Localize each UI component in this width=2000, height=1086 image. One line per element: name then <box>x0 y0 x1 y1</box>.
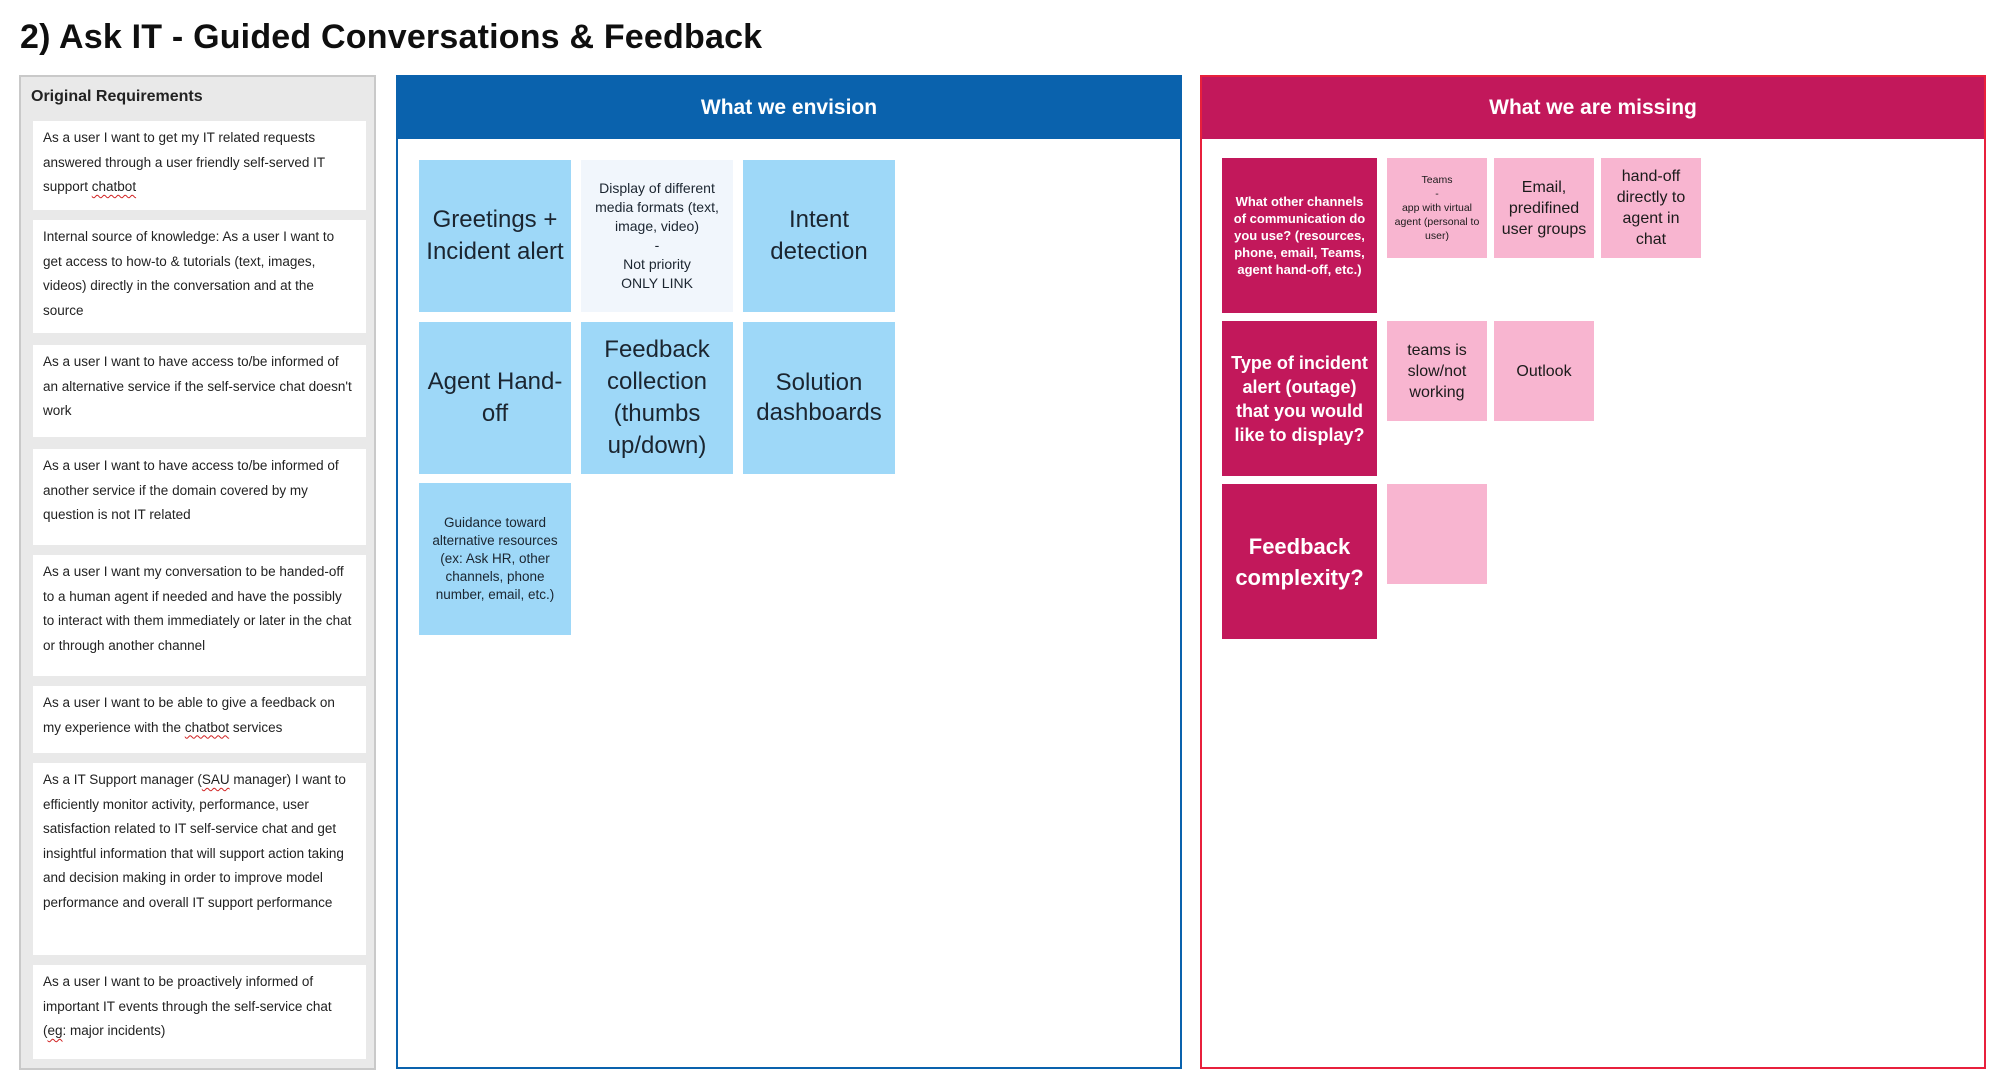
sticky-note-handoff-agent[interactable]: hand-off directly to agent in chat <box>1601 158 1701 258</box>
requirement-card[interactable]: As a user I want to be proactively infor… <box>33 965 366 1059</box>
sticky-note-teams-slow[interactable]: teams is slow/not working <box>1387 321 1487 421</box>
requirement-card[interactable]: Internal source of knowledge: As a user … <box>33 220 366 333</box>
requirement-text: As a user I want to have access to/be in… <box>43 354 352 418</box>
requirements-title: Original Requirements <box>31 88 203 105</box>
sticky-note-intent-detection[interactable]: Intent detection <box>743 160 895 312</box>
requirement-text: As a user I want my conversation to be h… <box>43 564 352 653</box>
requirement-card[interactable]: As a user I want to have access to/be in… <box>33 449 366 545</box>
sticky-note-email-groups[interactable]: Email, predifined user groups <box>1494 158 1594 258</box>
sticky-note-teams[interactable]: Teams - app with virtual agent (personal… <box>1387 158 1487 258</box>
requirement-card[interactable]: As a IT Support manager (SAU manager) I … <box>33 763 366 955</box>
sticky-note-incident-alert-question[interactable]: Type of incident alert (outage) that you… <box>1222 321 1377 476</box>
sticky-note-guidance[interactable]: Guidance toward alternative resources (e… <box>419 483 571 635</box>
requirement-card[interactable]: As a user I want to have access to/be in… <box>33 345 366 437</box>
sticky-note-feedback-collection[interactable]: Feedback collection (thumbs up/down) <box>581 322 733 474</box>
requirement-card[interactable]: As a user I want to be able to give a fe… <box>33 686 366 753</box>
sticky-note-outlook[interactable]: Outlook <box>1494 321 1594 421</box>
spellcheck-word: eg <box>47 1023 63 1038</box>
sticky-note-empty[interactable] <box>1387 484 1487 584</box>
sticky-note-greetings[interactable]: Greetings + Incident alert <box>419 160 571 312</box>
missing-board: What we are missing What other channels … <box>1200 75 1986 1069</box>
requirement-text: manager) I want to efficiently monitor a… <box>43 772 346 910</box>
requirement-text: As a user I want to have access to/be in… <box>43 458 339 522</box>
requirement-text: As a IT Support manager ( <box>43 772 202 787</box>
spellcheck-word: chatbot <box>184 719 230 735</box>
requirement-text: As a user I want to be proactively infor… <box>43 974 332 1038</box>
requirement-card[interactable]: As a user I want to get my IT related re… <box>33 121 366 210</box>
sticky-note-feedback-complexity[interactable]: Feedback complexity? <box>1222 484 1377 639</box>
sticky-note-solution-dashboards[interactable]: Solution dashboards <box>743 322 895 474</box>
missing-header: What we are missing <box>1202 77 1984 139</box>
requirement-text: services <box>229 719 283 735</box>
sticky-note-channels-question[interactable]: What other channels of communication do … <box>1222 158 1377 313</box>
requirement-card[interactable]: As a user I want my conversation to be h… <box>33 555 366 676</box>
spellcheck-word: SAU <box>201 772 230 787</box>
sticky-note-agent-handoff[interactable]: Agent Hand-off <box>419 322 571 474</box>
requirement-text: As a user I want to get my IT related re… <box>43 130 325 194</box>
requirement-text: As a user I want to be able to give a fe… <box>43 695 335 735</box>
requirements-panel: Original Requirements As a user I want t… <box>19 75 376 1070</box>
requirement-text: : major incidents) <box>62 1023 166 1038</box>
page-title: 2) Ask IT - Guided Conversations & Feedb… <box>20 18 763 56</box>
requirement-text: Internal source of knowledge: As a user … <box>43 229 335 318</box>
sticky-note-media-formats[interactable]: Display of different media formats (text… <box>581 160 733 312</box>
envision-board: What we envision Greetings + Incident al… <box>396 75 1182 1069</box>
spellcheck-word: chatbot <box>91 179 137 194</box>
envision-header: What we envision <box>398 77 1180 139</box>
